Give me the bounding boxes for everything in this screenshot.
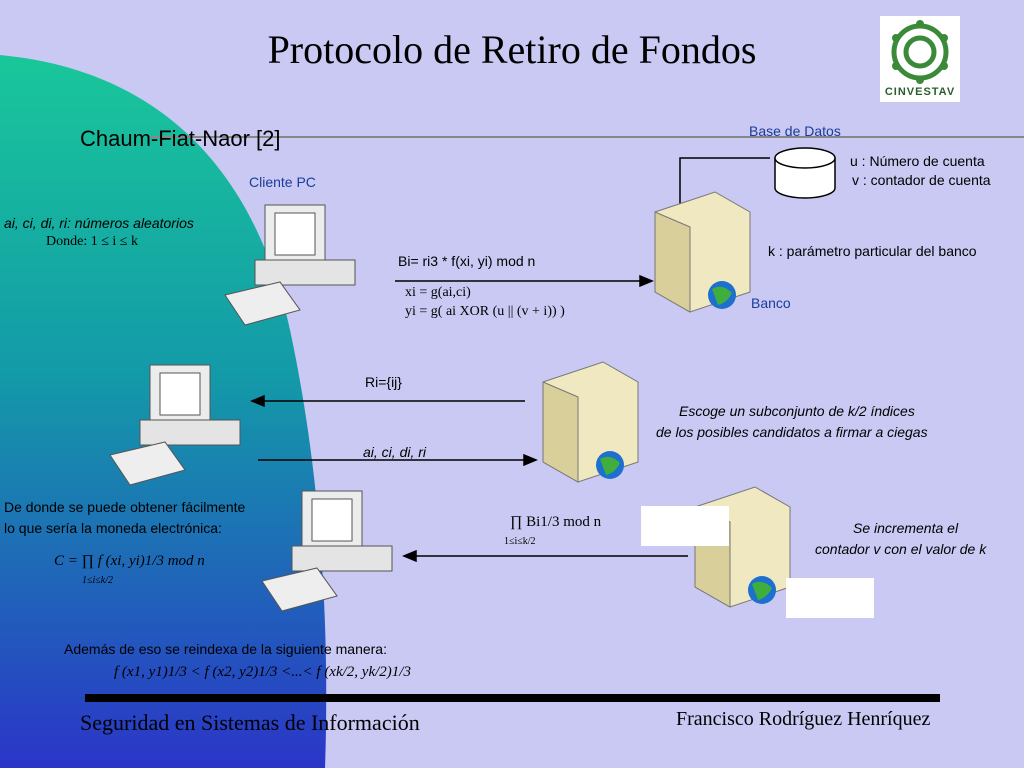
bank-param: k : parámetro particular del banco	[768, 243, 977, 259]
message-xi: xi = g(ai,ci)	[405, 285, 471, 300]
db-note-u: u : Número de cuenta	[850, 153, 985, 169]
footer-left: Seguridad en Sistemas de Información	[80, 710, 420, 735]
bank-choice-line1: Escoge un subconjunto de k/2 índices	[679, 403, 915, 419]
message-aicidiri: ai, ci, di, ri	[363, 444, 427, 460]
bank-server-icon-1	[654, 191, 751, 313]
counter-note-line2: contador v con el valor de k	[815, 541, 987, 557]
coin-note-line2: lo que sería la moneda electrónica:	[4, 520, 222, 536]
client-pc-icon-3	[261, 490, 393, 612]
client-pc-icon-1	[224, 204, 356, 326]
white-box-1	[641, 506, 729, 546]
coin-formula-range: 1≤i≤k/2	[82, 575, 113, 586]
message-yi: yi = g( ai XOR (u || (v + i)) )	[405, 304, 565, 319]
counter-note-line1: Se incrementa el	[853, 520, 959, 536]
white-box-2	[786, 578, 874, 618]
random-note-line1: ai, ci, di, ri: números aleatorios	[4, 215, 194, 231]
reindex-line1: Además de eso se reindexa de la siguient…	[64, 641, 387, 657]
logo-emblem-icon	[891, 20, 949, 84]
logo-text: CINVESTAV	[884, 86, 956, 98]
footer-right: Francisco Rodríguez Henríquez	[676, 708, 931, 730]
client-pc-icon-2	[109, 364, 241, 486]
bank-label: Banco	[751, 295, 791, 311]
bank-server-icon-3	[694, 486, 791, 608]
message-bi: Bi= ri3 * f(xi, yi) mod n	[398, 253, 536, 269]
subtitle: Chaum-Fiat-Naor [2]	[80, 126, 281, 151]
message-product-range: 1≤i≤k/2	[504, 536, 536, 547]
coin-formula: C = ∏ f (xi, yi)1/3 mod n	[54, 553, 205, 569]
database-label: Base de Datos	[749, 123, 841, 139]
reindex-formula: f (x1, y1)1/3 < f (x2, y2)1/3 <...< f (x…	[114, 664, 411, 680]
page-title: Protocolo de Retiro de Fondos	[267, 27, 757, 72]
message-ri: Ri={ij}	[365, 374, 402, 390]
bank-server-icon-2	[542, 361, 639, 483]
database-icon	[774, 147, 836, 199]
coin-note-line1: De donde se puede obtener fácilmente	[4, 499, 246, 515]
cinvestav-logo: CINVESTAV	[880, 16, 960, 102]
message-product: ∏ Bi1/3 mod n	[510, 514, 602, 530]
client-label: Cliente PC	[249, 174, 316, 190]
bank-choice-line2: de los posibles candidatos a firmar a ci…	[656, 424, 928, 440]
db-note-v: v : contador de cuenta	[852, 172, 991, 188]
random-note-line2: Donde: 1 ≤ i ≤ k	[46, 234, 138, 249]
